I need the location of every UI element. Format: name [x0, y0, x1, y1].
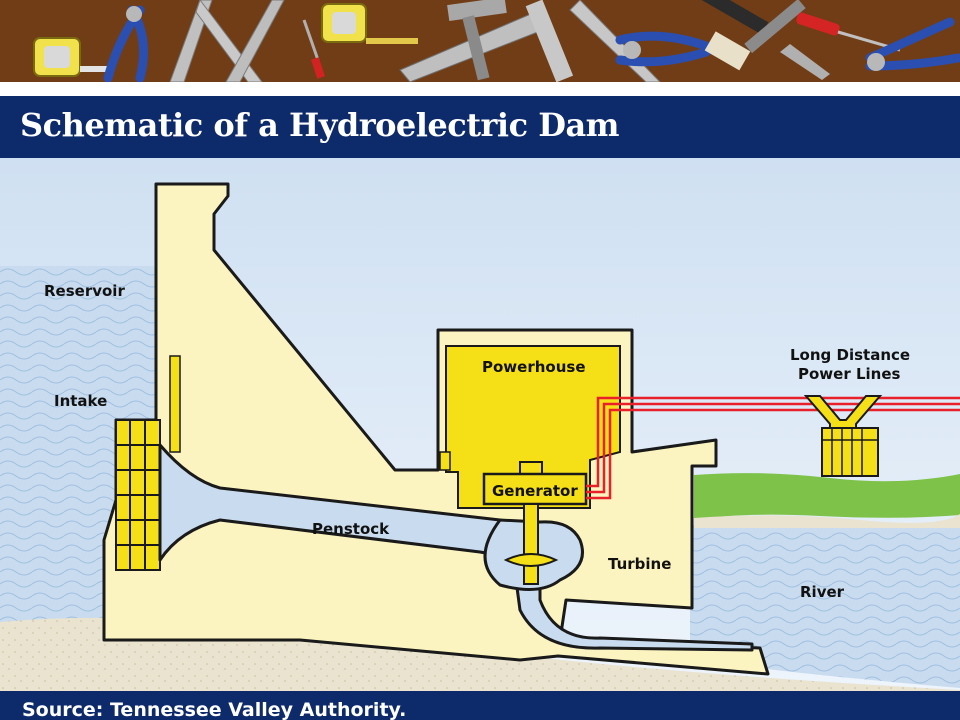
wrench-icon	[525, 0, 574, 82]
banner-divider	[0, 82, 960, 96]
source-credit: Source: Tennessee Valley Authority.	[22, 699, 407, 720]
generator-shaft-cap	[519, 461, 543, 475]
screwdriver-icon	[302, 19, 325, 79]
label-power-lines-line1: Long Distance	[790, 346, 910, 364]
hammer-icon	[700, 0, 769, 71]
label-generator: Generator	[492, 482, 578, 500]
label-power-lines-line2: Power Lines	[798, 365, 901, 383]
turbine-blades	[503, 553, 559, 567]
turbine-shaft	[523, 503, 539, 585]
intake-gate-slot	[169, 355, 181, 453]
hammer-icon	[447, 0, 507, 81]
powerhouse	[445, 345, 621, 509]
tools-banner	[0, 0, 960, 82]
intake-screen	[115, 419, 161, 571]
label-reservoir: Reservoir	[44, 282, 125, 300]
transmission-tower	[803, 395, 883, 477]
pliers-icon	[615, 31, 711, 67]
pliers-icon	[865, 17, 960, 71]
page-title: Schematic of a Hydroelectric Dam	[20, 106, 620, 144]
footer-bar: Source: Tennessee Valley Authority.	[0, 691, 960, 720]
title-bar: Schematic of a Hydroelectric Dam	[0, 96, 960, 158]
power-lines	[586, 396, 960, 500]
river-bank-grass	[694, 473, 960, 520]
generator	[482, 472, 588, 506]
tape-measure-icon	[321, 3, 418, 44]
river-bank-sand	[694, 514, 960, 528]
tape-measure-icon	[33, 37, 114, 77]
label-penstock: Penstock	[312, 520, 390, 538]
dam-diagram: Reservoir Intake Powerhouse Generator Pe…	[0, 158, 960, 691]
label-intake: Intake	[54, 392, 107, 410]
pliers-icon	[103, 5, 149, 82]
carpenter-square-icon	[169, 0, 285, 82]
dam-body	[102, 182, 770, 676]
hammer-icon	[744, 0, 830, 80]
powerhouse-door	[439, 451, 451, 471]
label-turbine: Turbine	[608, 555, 671, 573]
label-river: River	[800, 583, 845, 601]
label-powerhouse: Powerhouse	[482, 358, 586, 376]
